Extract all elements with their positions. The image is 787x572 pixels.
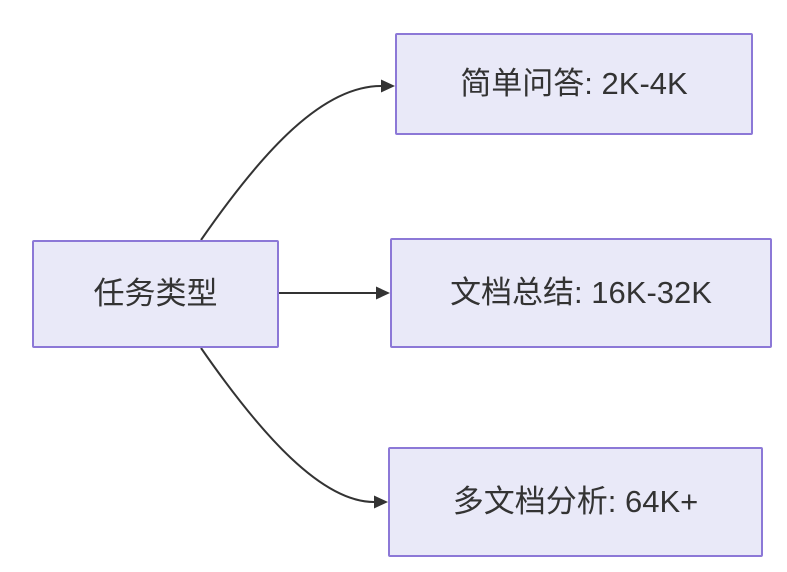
arrowhead-icon: [376, 286, 390, 300]
arrowhead-icon: [374, 495, 388, 509]
node-simple-qa: 简单问答: 2K-4K: [395, 33, 753, 135]
node-multi-doc: 多文档分析: 64K+: [388, 447, 763, 557]
node-doc-summary: 文档总结: 16K-32K: [390, 238, 772, 348]
edge-task-to-simple-qa: [200, 85, 382, 241]
node-task-type: 任务类型: [32, 240, 279, 348]
node-doc-summary-label: 文档总结: 16K-32K: [450, 275, 712, 311]
node-multi-doc-label: 多文档分析: 64K+: [452, 484, 699, 520]
arrowhead-icon: [381, 79, 395, 93]
node-simple-qa-label: 简单问答: 2K-4K: [460, 66, 688, 102]
node-task-type-label: 任务类型: [93, 276, 218, 312]
edge-task-to-multi-doc: [200, 347, 375, 503]
